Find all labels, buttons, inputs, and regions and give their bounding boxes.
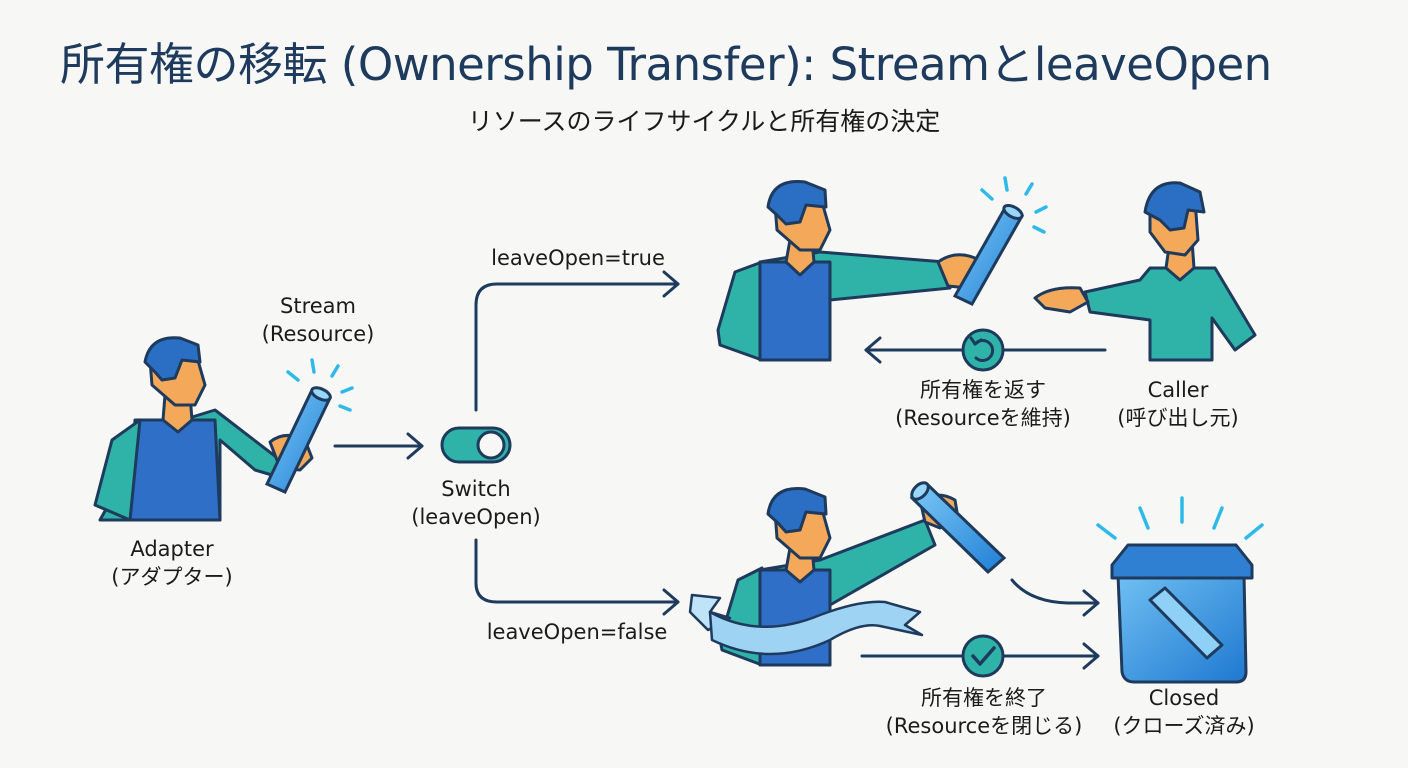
switch-label-sub: (leaveOpen) bbox=[411, 505, 541, 529]
caller-label-sub: (呼び出し元) bbox=[1117, 406, 1239, 430]
caller-label-text: Caller bbox=[1147, 378, 1209, 402]
return-ownership-sub: (Resourceを維持) bbox=[895, 406, 1071, 430]
closed-label-text: Closed bbox=[1148, 686, 1220, 710]
upper-adapter-figure bbox=[716, 180, 984, 362]
upper-spark-icon bbox=[980, 176, 1048, 234]
branch-true-arrow bbox=[474, 270, 680, 412]
caller-figure bbox=[1033, 181, 1257, 362]
switch-label: Switch (leaveOpen) bbox=[396, 475, 556, 531]
end-ownership-text: 所有権を終了 bbox=[921, 686, 1047, 710]
stream-label-text: Stream bbox=[280, 294, 356, 318]
check-icon bbox=[961, 634, 1005, 678]
toggle-icon bbox=[440, 426, 512, 464]
closed-spark-icon bbox=[1096, 496, 1264, 540]
ribbon-icon bbox=[688, 593, 924, 656]
return-ownership-label: 所有権を返す (Resourceを維持) bbox=[878, 376, 1088, 432]
end-ownership-label: 所有権を終了 (Resourceを閉じる) bbox=[866, 684, 1102, 740]
undo-icon bbox=[961, 328, 1005, 372]
page-title: 所有権の移転 (Ownership Transfer): Streamとleav… bbox=[60, 38, 1272, 91]
closed-label-sub: (クローズ済み) bbox=[1113, 714, 1255, 738]
branch-true-label: leaveOpen=true bbox=[491, 246, 665, 270]
branch-false-label: leaveOpen=false bbox=[486, 620, 668, 644]
adapter-figure bbox=[93, 336, 314, 522]
tube-to-closed-arrow bbox=[1010, 578, 1100, 617]
adapter-label: Adapter (アダプター) bbox=[92, 535, 252, 591]
caller-label: Caller (呼び出し元) bbox=[1098, 376, 1258, 432]
arrow-adapter-to-switch bbox=[333, 432, 424, 460]
stream-label: Stream (Resource) bbox=[238, 292, 398, 348]
upper-resource-tube bbox=[952, 204, 1025, 306]
closed-box-icon bbox=[1110, 543, 1254, 684]
stream-spark-icon bbox=[286, 358, 354, 412]
lower-resource-tube bbox=[909, 481, 1007, 575]
end-ownership-sub: (Resourceを閉じる) bbox=[885, 714, 1083, 738]
closed-label: Closed (クローズ済み) bbox=[1098, 684, 1270, 740]
return-ownership-text: 所有権を返す bbox=[920, 378, 1046, 402]
branch-false-arrow bbox=[474, 538, 680, 616]
stream-label-sub: (Resource) bbox=[261, 322, 375, 346]
switch-label-text: Switch bbox=[441, 477, 511, 501]
stream-resource-tube bbox=[264, 386, 333, 494]
page-subtitle: リソースのライフサイクルと所有権の決定 bbox=[467, 107, 941, 136]
adapter-label-sub: (アダプター) bbox=[111, 565, 233, 589]
adapter-label-text: Adapter bbox=[130, 537, 214, 561]
